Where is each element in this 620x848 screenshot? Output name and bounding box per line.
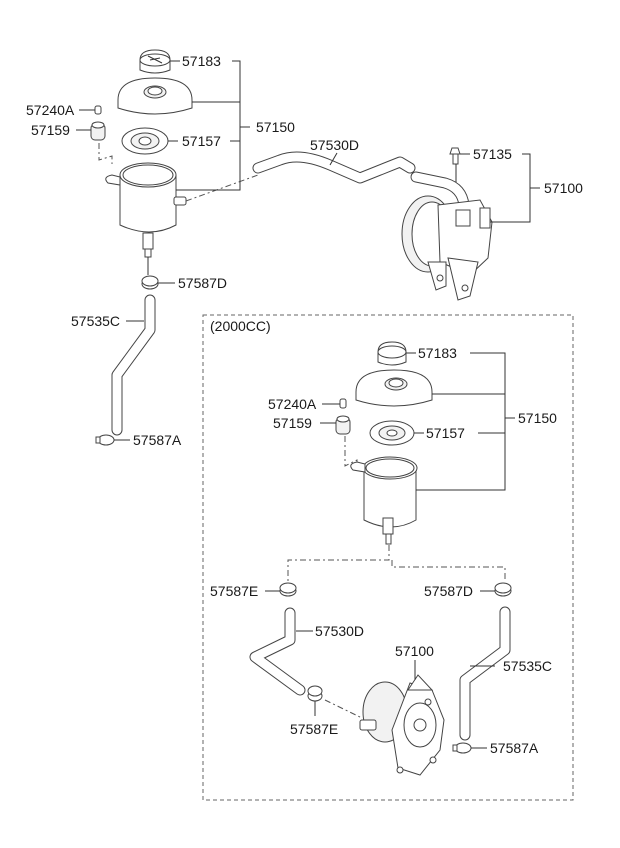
inset-pump-part — [359, 674, 445, 776]
pump-part — [401, 195, 493, 301]
variant-box — [202, 314, 574, 801]
inset-label-clamp-left: 57587E — [210, 583, 258, 599]
variant-box-label: (2000CC) — [210, 318, 271, 334]
filter-part — [121, 127, 169, 155]
clamp-upper-part — [141, 275, 159, 290]
label-clamp-upper: 57587D — [178, 275, 227, 291]
inset-breather-cap-part — [339, 398, 347, 409]
inset-label-breather-cap: 57240A — [268, 396, 317, 412]
inset-label-reservoir-assembly: 57150 — [518, 410, 557, 426]
label-grommet: 57159 — [31, 122, 70, 138]
label-reservoir-cap: 57183 — [182, 53, 221, 69]
inset-clamp-pump-part — [307, 685, 323, 702]
main-assembly: 57183 57240A 57159 57150 57157 57530D 57… — [26, 49, 583, 448]
inset-label-grommet: 57159 — [273, 415, 312, 431]
inset-grommet-part — [335, 415, 351, 435]
inset-label-clamp-lower: 57587A — [490, 740, 539, 756]
pump-fitting-part — [449, 147, 461, 165]
reservoir-cap-part — [139, 49, 171, 74]
inset-reservoir-cap-part — [377, 341, 407, 366]
label-pump-assembly: 57100 — [544, 180, 583, 196]
inset-reservoir-lid-part — [355, 369, 433, 407]
inset-filter-part — [369, 420, 415, 446]
reservoir-lid-part — [117, 77, 193, 115]
label-clamp-lower: 57587A — [133, 432, 182, 448]
inset-label-clamp-right: 57587D — [424, 583, 473, 599]
inset-label-suction-hose: 57530D — [315, 623, 364, 639]
inset-label-reservoir-cap: 57183 — [418, 345, 457, 361]
inset-label-pump-assembly: 57100 — [395, 643, 434, 659]
reservoir-body-part — [105, 162, 187, 258]
inset-label-return-hose: 57535C — [503, 658, 552, 674]
inset-clamp-right-part — [494, 582, 512, 597]
breather-cap-part — [94, 105, 102, 115]
inset-clamp-lower-part — [452, 742, 472, 754]
label-suction-hose: 57530D — [310, 137, 359, 153]
clamp-lower-part — [95, 434, 115, 446]
inset-label-clamp-pump: 57587E — [290, 721, 338, 737]
inset-2000cc: (2000CC) — [202, 314, 574, 801]
label-reservoir-assembly: 57150 — [256, 119, 295, 135]
inset-clamp-left-part — [279, 582, 297, 597]
label-breather-cap: 57240A — [26, 102, 75, 118]
label-filter: 57157 — [182, 133, 221, 149]
grommet-part — [90, 121, 106, 141]
inset-reservoir-body-part — [350, 456, 418, 545]
label-pump-fitting: 57135 — [473, 146, 512, 162]
inset-label-filter: 57157 — [426, 425, 465, 441]
label-return-hose: 57535C — [71, 313, 120, 329]
